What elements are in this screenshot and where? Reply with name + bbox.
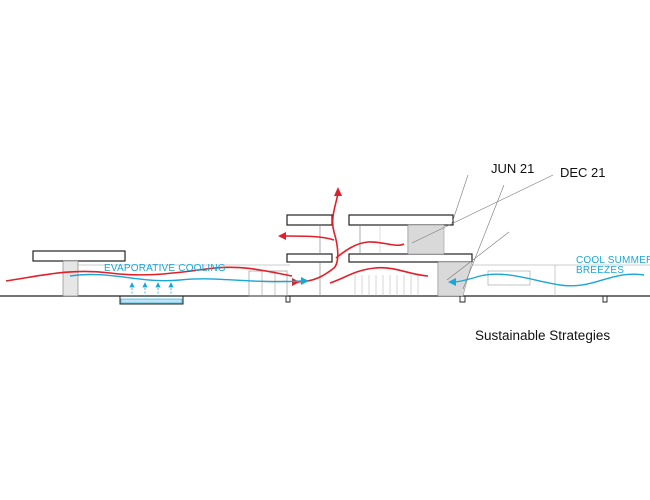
evaporation-arrows — [129, 282, 174, 297]
central-building — [285, 214, 473, 303]
hot-air-flow — [5, 192, 429, 284]
label-breezes: BREEZES — [576, 265, 625, 276]
left-canopy — [32, 250, 290, 297]
right-wing — [472, 264, 650, 303]
caption-sustainable-strategies: Sustainable Strategies — [475, 328, 611, 343]
cool-air-arrowheads — [301, 277, 456, 286]
label-cool-summer: COOL SUMMER — [576, 255, 650, 266]
cool-air-flow — [69, 273, 645, 287]
label-dec21: DEC 21 — [560, 165, 606, 180]
pool — [118, 295, 185, 305]
hot-air-arrowheads — [278, 187, 342, 286]
label-jun21: JUN 21 — [491, 161, 535, 176]
sun-angle-lines — [411, 174, 554, 290]
pavilion-glazing — [248, 270, 288, 297]
label-evaporative-cooling: EVAPORATIVE COOLING — [104, 263, 226, 274]
